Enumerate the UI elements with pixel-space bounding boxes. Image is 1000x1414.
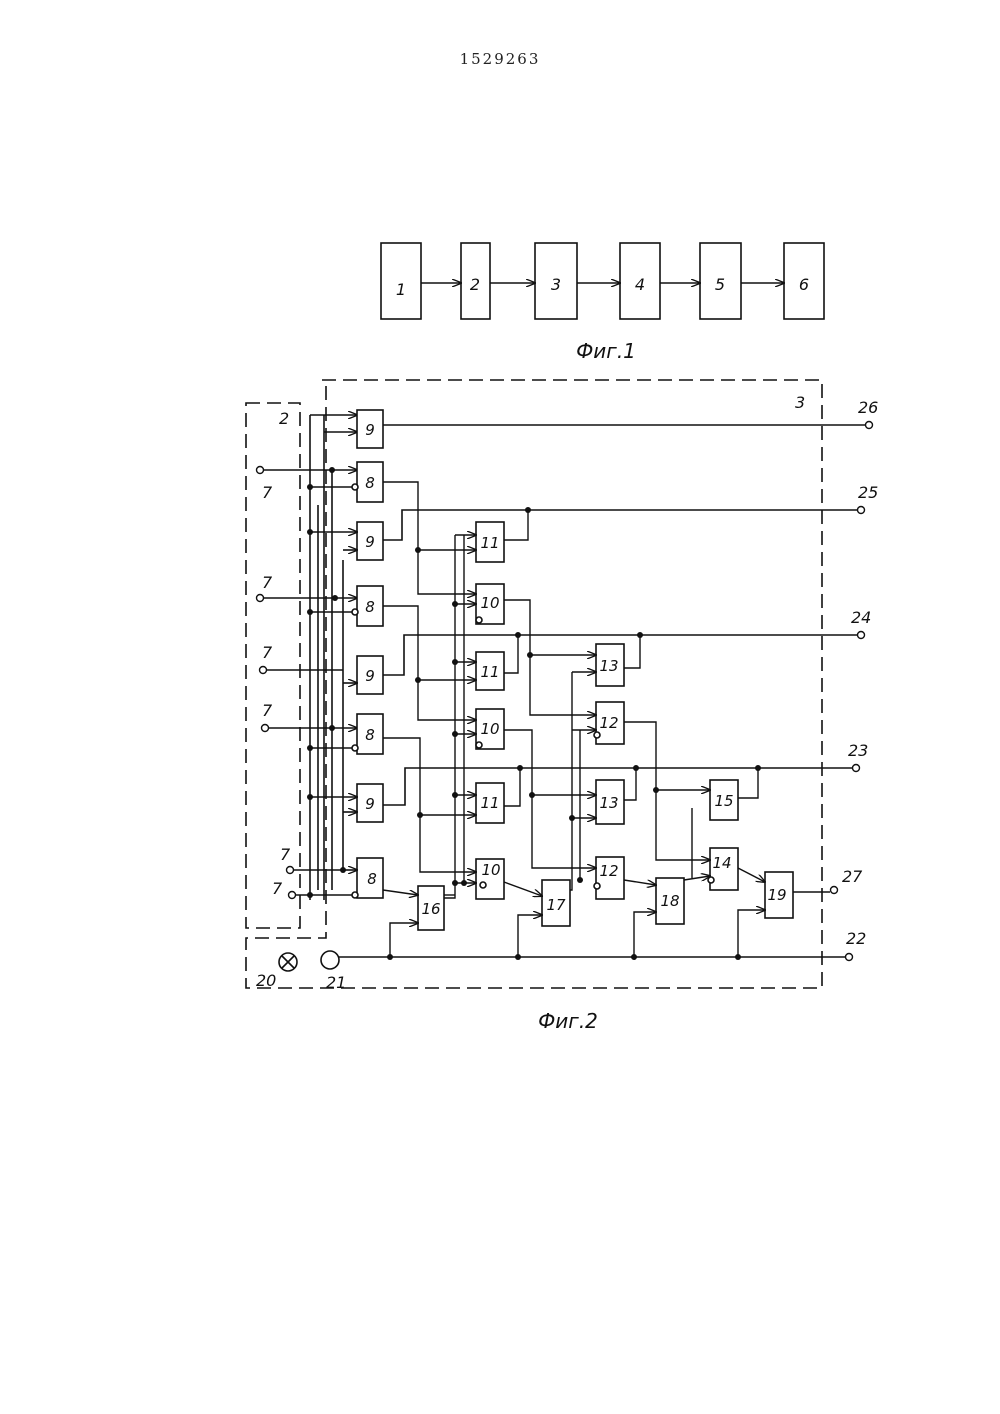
output-label-27: 27 — [842, 867, 863, 886]
frame-3-label: 3 — [795, 393, 805, 412]
fig1-label-2: 2 — [470, 275, 480, 294]
frame-2 — [246, 403, 300, 928]
block-label-11c: 11 — [480, 794, 499, 812]
block-label-8c: 8 — [365, 726, 375, 744]
mid-column-gates — [476, 522, 504, 899]
block-label-9a: 9 — [365, 421, 375, 439]
input-label-2: 7 — [262, 573, 273, 592]
block-label-9d: 9 — [365, 795, 375, 813]
element-21-label: 21 — [326, 973, 346, 992]
block-label-18: 18 — [660, 892, 679, 910]
block-label-8d: 8 — [367, 870, 377, 888]
block-label-17: 17 — [546, 896, 566, 914]
block-label-10a: 10 — [480, 594, 499, 612]
block-label-8b: 8 — [365, 598, 375, 616]
input-terminals — [257, 467, 296, 899]
block-label-9c: 9 — [365, 667, 375, 685]
block-label-12a: 12 — [599, 714, 618, 732]
third-column-gates — [594, 644, 624, 899]
block-label-11a: 11 — [480, 534, 499, 552]
fig1-label-3: 3 — [551, 275, 561, 294]
fig1-caption: Фиг.1 — [576, 339, 636, 363]
block-label-11b: 11 — [480, 663, 499, 681]
block-label-10b: 10 — [480, 720, 499, 738]
block-label-19: 19 — [767, 886, 786, 904]
fig1-label-1: 1 — [396, 280, 406, 299]
input-label-4: 7 — [262, 701, 273, 720]
block-label-14: 14 — [712, 854, 731, 872]
output-label-24: 24 — [851, 608, 871, 627]
output-label-25: 25 — [858, 483, 878, 502]
output-label-22: 22 — [846, 929, 866, 948]
block-label-13b: 13 — [599, 794, 618, 812]
block-label-9b: 9 — [365, 533, 375, 551]
output-label-23: 23 — [848, 741, 868, 760]
fig1-label-4: 4 — [635, 275, 645, 294]
block-label-8a: 8 — [365, 474, 375, 492]
element-20-label: 20 — [256, 971, 276, 990]
element-20-lamp — [279, 953, 297, 971]
frame-2-label: 2 — [279, 409, 289, 428]
input-label-1: 7 — [262, 483, 273, 502]
element-21-sensor — [321, 951, 339, 969]
block-label-16: 16 — [421, 900, 440, 918]
fig1-label-6: 6 — [799, 275, 809, 294]
block-label-10c: 10 — [481, 861, 500, 879]
fig1-label-5: 5 — [715, 275, 725, 294]
output-label-26: 26 — [858, 398, 878, 417]
fig1-diagram: 1 2 3 4 5 6 Фиг.1 — [381, 243, 824, 363]
input-label-6: 7 — [272, 879, 283, 898]
fig2-diagram: 3 2 7 7 7 7 7 7 26 25 24 23 27 22 20 21 … — [246, 380, 878, 1033]
input-label-5: 7 — [280, 845, 291, 864]
block-label-12b: 12 — [599, 862, 618, 880]
fig2-caption: Фиг.2 — [538, 1009, 598, 1033]
block-label-13a: 13 — [599, 657, 618, 675]
block-label-15: 15 — [714, 792, 733, 810]
input-label-3: 7 — [262, 643, 273, 662]
